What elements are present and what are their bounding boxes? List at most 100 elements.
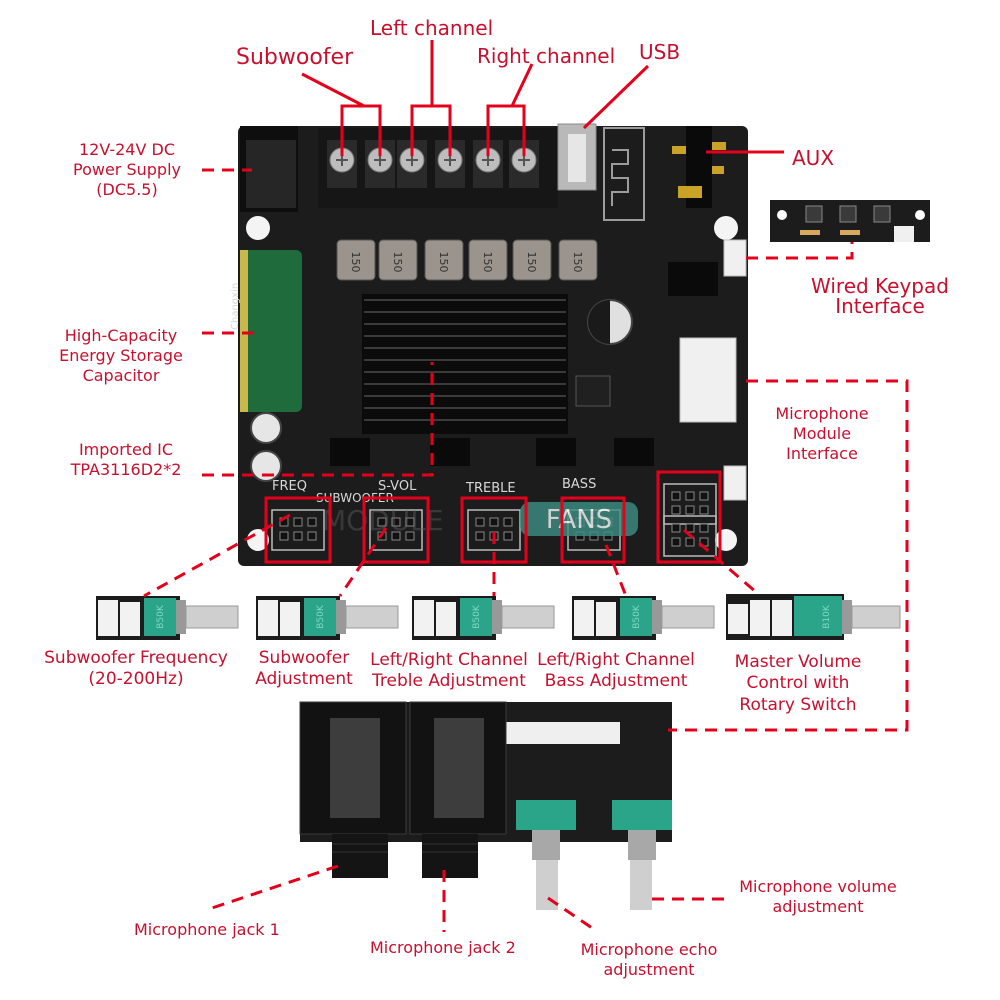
label-bass-adj: Left/Right Channel Bass Adjustment — [532, 650, 700, 693]
heatsink — [362, 294, 568, 434]
inductor: 150 — [468, 239, 508, 281]
keypad-button-next — [805, 205, 823, 223]
label-line: Treble Adjustment — [372, 671, 526, 692]
callout-mic-echo — [547, 896, 593, 930]
callout-mic-module — [668, 379, 909, 732]
watermark-fans: FANS — [546, 505, 612, 535]
box-svol — [362, 496, 430, 564]
pin — [405, 531, 415, 541]
mic-echo-pot — [516, 800, 576, 910]
label-line: 12V-24V DC — [78, 140, 176, 159]
label-mic-echo: Microphone echo adjustment — [574, 940, 724, 980]
inductor: 150 — [378, 239, 418, 281]
label-line: Module — [792, 424, 852, 443]
pin — [475, 517, 485, 527]
label-line: (DC5.5) — [96, 180, 158, 199]
keypad-connector — [723, 239, 747, 277]
callout-keypad — [746, 242, 854, 260]
svg-text:Changxin: Changxin — [230, 283, 241, 330]
mic-volume-pot — [612, 800, 672, 910]
potentiometer-module: B50K — [96, 596, 239, 640]
pot-rating: B50K — [316, 604, 326, 629]
label-treble-adj: Left/Right Channel Treble Adjustment — [366, 650, 532, 693]
inductor-label: 150 — [481, 252, 494, 273]
label-mic-volume: Microphone volume adjustment — [730, 877, 906, 917]
master-volume-module: B10K — [726, 594, 901, 640]
callout-subwoofer — [301, 72, 365, 108]
label-line: Interface — [786, 444, 858, 463]
silk-subwoofer: SUBWOOFER — [316, 491, 394, 505]
label-line: Microphone — [775, 404, 869, 423]
label-line: Left/Right Channel — [370, 650, 528, 670]
pin — [293, 517, 303, 527]
label-imported-ic: Imported IC TPA3116D2*2 — [56, 440, 196, 480]
microphone-board — [299, 701, 672, 910]
pin — [391, 531, 401, 541]
pin — [377, 517, 387, 527]
pot-body — [144, 598, 176, 636]
pin — [671, 537, 681, 547]
mounting-hole — [714, 216, 738, 240]
pin — [671, 491, 681, 501]
keypad-button-prev — [873, 205, 891, 223]
pot-shaft — [185, 605, 239, 629]
label-line: Capacitor — [82, 366, 160, 385]
label-line: Master Volume — [734, 652, 862, 672]
aux-jack — [672, 126, 726, 208]
potentiometer-module: B50K — [572, 596, 715, 640]
label-line: (20-200Hz) — [88, 669, 184, 690]
callout-mic-jack-1 — [211, 864, 339, 910]
dc-power-jack — [240, 126, 298, 212]
callout-usb — [582, 64, 650, 130]
label-wired-keypad: Wired Keypad Interface — [800, 276, 960, 316]
inductor-label: 150 — [349, 252, 362, 273]
inductor-label: 150 — [391, 252, 404, 273]
pin — [685, 505, 695, 515]
pin-header — [663, 515, 717, 557]
bracket-subwoofer — [340, 104, 382, 156]
pot-rating: B50K — [156, 604, 166, 629]
pin — [671, 523, 681, 533]
label-line: Left/Right Channel — [537, 650, 695, 670]
pin — [685, 491, 695, 501]
pot-rating: B50K — [632, 604, 642, 629]
inductor: 150 — [558, 239, 598, 281]
pin — [699, 523, 709, 533]
label-subwoofer: Subwoofer — [236, 45, 354, 70]
silk-svol: S-VOL — [378, 479, 417, 494]
bracket-left-channel — [410, 104, 452, 156]
label-mic-jack-2: Microphone jack 2 — [370, 938, 516, 957]
label-usb: USB — [639, 40, 681, 64]
label-line: Interface — [835, 294, 925, 318]
pin — [293, 531, 303, 541]
mic-board-connector — [502, 722, 620, 744]
label-capacitor: High-Capacity Energy Storage Capacitor — [46, 326, 196, 386]
inductor: 150 — [424, 239, 464, 281]
callout-right-channel — [510, 63, 534, 107]
mounting-hole — [246, 216, 270, 240]
potentiometer-module: B50K — [256, 596, 399, 640]
inductor-label: 150 — [571, 252, 584, 273]
box-bass — [560, 496, 626, 564]
mic-jack-2-body — [409, 701, 507, 878]
pin — [279, 531, 289, 541]
energy-storage-capacitor: Changxin — [230, 250, 302, 412]
pin-header — [271, 509, 325, 551]
pin — [699, 491, 709, 501]
pin — [391, 517, 401, 527]
pin — [307, 517, 317, 527]
capacitor-220uf — [587, 299, 633, 345]
speaker-terminal-block — [318, 128, 558, 208]
label-line: Microphone volume — [739, 877, 897, 896]
mic-jack-1-body — [299, 701, 407, 878]
label-line: TPA3116D2*2 — [70, 460, 182, 479]
label-aux: AUX — [792, 146, 835, 170]
label-power-supply: 12V-24V DC Power Supply (DC5.5) — [62, 140, 192, 200]
callout-bass — [604, 544, 628, 597]
pin — [699, 505, 709, 515]
inductor-label: 150 — [525, 252, 538, 273]
ic-chips — [330, 262, 718, 466]
label-line: Adjustment — [255, 669, 353, 690]
